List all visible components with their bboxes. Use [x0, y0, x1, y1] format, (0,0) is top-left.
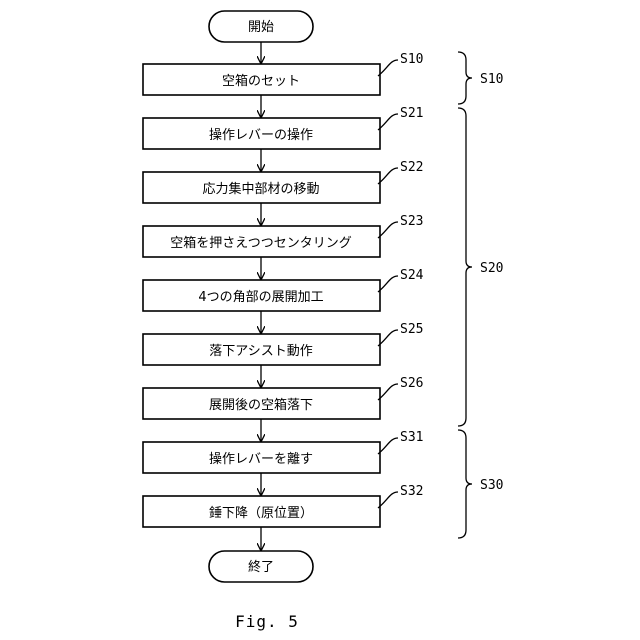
step-code: S21	[400, 106, 423, 121]
step-s22: 応力集中部材の移動 S22	[143, 160, 423, 203]
step-code: S25	[400, 322, 423, 337]
leader-line	[378, 222, 398, 238]
step-s21: 操作レバーの操作 S21	[143, 106, 423, 149]
leader-line	[378, 114, 398, 130]
group-brace	[458, 52, 472, 104]
end-terminal: 終了	[209, 551, 313, 582]
step-label: 応力集中部材の移動	[202, 181, 319, 197]
group-braces: S10S20S30	[458, 52, 503, 538]
group-label: S20	[480, 261, 503, 276]
start-label: 開始	[248, 20, 274, 35]
process-steps: 空箱のセット S10 操作レバーの操作 S21 応力集中部材の移動 S22 空箱を押さえつつ…	[143, 42, 424, 550]
step-code: S23	[400, 214, 423, 229]
step-label: 操作レバーの操作	[209, 127, 313, 143]
step-code: S32	[400, 484, 423, 499]
group-label: S10	[480, 72, 503, 87]
step-code: S31	[400, 430, 423, 445]
leader-line	[378, 60, 398, 76]
step-label: 空箱を押さえつつセンタリング	[170, 235, 352, 251]
figure-caption: Fig. 5	[235, 612, 299, 631]
end-label: 終了	[248, 559, 274, 575]
leader-line	[378, 168, 398, 184]
step-s23: 空箱を押さえつつセンタリング S23	[143, 214, 423, 257]
step-code: S24	[400, 268, 424, 283]
step-label: 空箱のセット	[222, 73, 300, 89]
step-code: S10	[400, 52, 423, 67]
step-code: S22	[400, 160, 423, 175]
group-label: S30	[480, 478, 503, 493]
leader-line	[378, 330, 398, 346]
step-label: 4つの角部の展開加工	[198, 290, 323, 305]
step-s24: 4つの角部の展開加工 S24	[143, 268, 424, 311]
leader-line	[378, 276, 398, 292]
step-label: 操作レバーを離す	[209, 451, 313, 467]
step-s26: 展開後の空箱落下 S26	[143, 376, 423, 419]
leader-line	[378, 438, 398, 454]
step-code: S26	[400, 376, 423, 391]
leader-line	[378, 384, 398, 400]
step-label: 錘下降（原位置）	[209, 505, 313, 521]
group-brace	[458, 430, 472, 538]
start-terminal: 開始	[209, 11, 313, 42]
group-brace	[458, 108, 472, 426]
step-label: 展開後の空箱落下	[209, 397, 313, 413]
step-s25: 落下アシスト動作 S25	[143, 322, 423, 365]
step-label: 落下アシスト動作	[209, 344, 312, 359]
step-s32: 錘下降（原位置） S32	[143, 484, 423, 527]
step-s31: 操作レバーを離す S31	[143, 430, 423, 473]
leader-line	[378, 492, 398, 508]
step-s10: 空箱のセット S10	[143, 52, 423, 95]
